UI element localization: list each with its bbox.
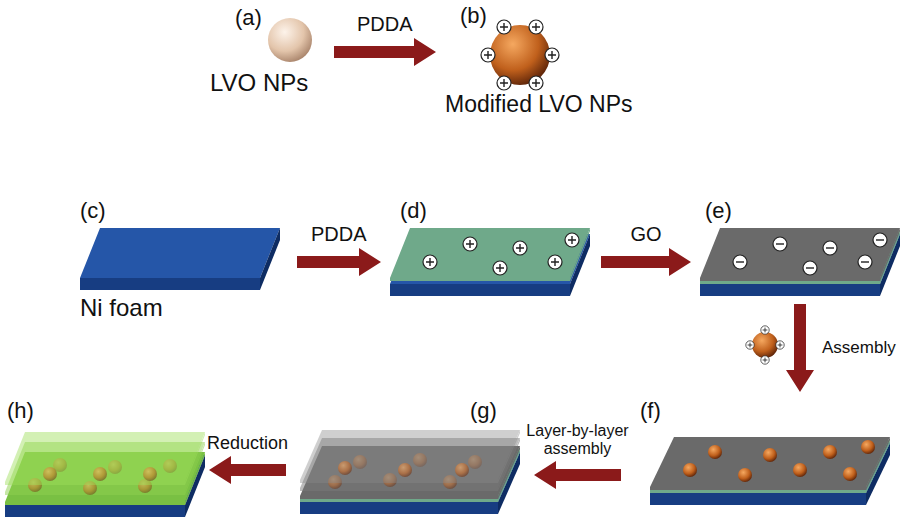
panel-label: (d) xyxy=(400,198,427,223)
step-label: Assembly xyxy=(820,338,898,358)
pdda-slab xyxy=(390,228,590,296)
panel-label: (h) xyxy=(7,398,34,423)
substrate-node: (c) Ni foam xyxy=(78,198,293,328)
panel-label: (e) xyxy=(705,198,732,223)
multilayer-slab xyxy=(300,430,520,514)
step-label: Reduction xyxy=(205,433,290,454)
process-arrow xyxy=(601,248,691,276)
step-label: PDDA xyxy=(309,223,369,246)
substrate-node: (f) xyxy=(625,396,900,514)
panel-label: (f) xyxy=(640,398,661,423)
go-slab xyxy=(700,228,900,296)
node-label: LVO NPs xyxy=(210,69,308,97)
step-label: GO xyxy=(629,223,664,246)
step-label: PDDA xyxy=(355,13,415,36)
process-arrow xyxy=(334,38,436,66)
substrate-node: (d) xyxy=(385,198,597,298)
particle-node: (a) LVO NPs xyxy=(190,5,330,100)
step-label: Layer-by-layer assembly xyxy=(520,422,636,459)
ni-foam-slab xyxy=(80,228,280,290)
modified-particle xyxy=(481,20,559,90)
substrate-node: (h) xyxy=(5,396,205,516)
panel-label: (c) xyxy=(80,198,106,223)
process-arrow xyxy=(297,248,381,276)
node-label: Modified LVO NPs xyxy=(445,91,632,117)
substrate-node: (e) xyxy=(695,198,905,300)
modified-particle-icon xyxy=(746,326,784,364)
particle-slab xyxy=(650,437,890,505)
reduced-slab xyxy=(5,432,205,517)
node-label: Ni foam xyxy=(80,294,163,322)
lvo-particle xyxy=(268,18,312,62)
process-arrow xyxy=(209,456,286,484)
panel-label: (b) xyxy=(460,3,487,28)
substrate-node: (g) xyxy=(290,396,530,516)
particle-node: (b) Modified LVO NPs xyxy=(440,3,690,121)
process-arrow xyxy=(786,304,814,392)
panel-label: (a) xyxy=(235,5,262,30)
process-arrow xyxy=(534,461,621,489)
panel-label: (g) xyxy=(470,398,497,423)
